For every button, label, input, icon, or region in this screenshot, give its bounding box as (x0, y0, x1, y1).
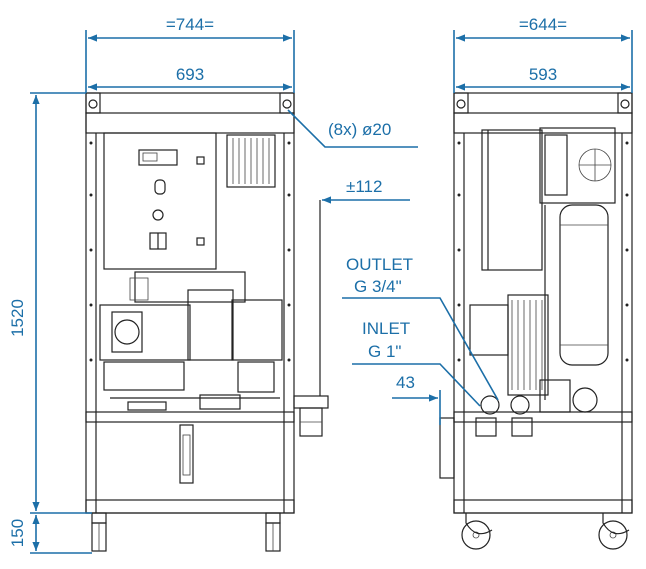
vent-grille (226, 134, 276, 188)
side-inner-width-label: 593 (529, 65, 557, 84)
inlet-offset-label: 43 (396, 373, 415, 392)
bolt-dots (89, 141, 291, 362)
caster-wheel-icon (91, 512, 281, 552)
lifting-eye-icon (85, 92, 295, 114)
side-view (439, 92, 633, 550)
panel-box (481, 129, 543, 271)
pump-assembly (99, 271, 283, 411)
inlet-title: INLET (362, 319, 410, 338)
wheel-height-label: 150 (8, 519, 27, 547)
fan-unit (539, 127, 616, 204)
drain-column (179, 424, 194, 484)
lifting-holes-label: (8x) ø20 (328, 120, 391, 139)
caster-wheel-icon (461, 513, 630, 550)
front-view (85, 92, 329, 552)
inlet-size: G 1" (368, 342, 401, 361)
side-outer-width-label: =644= (519, 15, 567, 34)
control-panel (103, 132, 217, 270)
dimension-lines (30, 30, 633, 554)
valve-assembly (439, 379, 598, 479)
bolt-dots (457, 141, 629, 362)
outlet-size: G 3/4" (354, 277, 402, 296)
external-filter (293, 200, 329, 437)
pipe-offset-label: ±112 (346, 177, 382, 196)
front-outer-width-label: =744= (166, 15, 214, 34)
total-height-label: 1520 (8, 299, 27, 337)
outlet-title: OUTLET (346, 255, 413, 274)
lifting-eye-icon (453, 92, 633, 114)
filter-vessel (544, 204, 609, 400)
motor-unit (469, 294, 549, 396)
front-inner-width-label: 693 (176, 65, 204, 84)
